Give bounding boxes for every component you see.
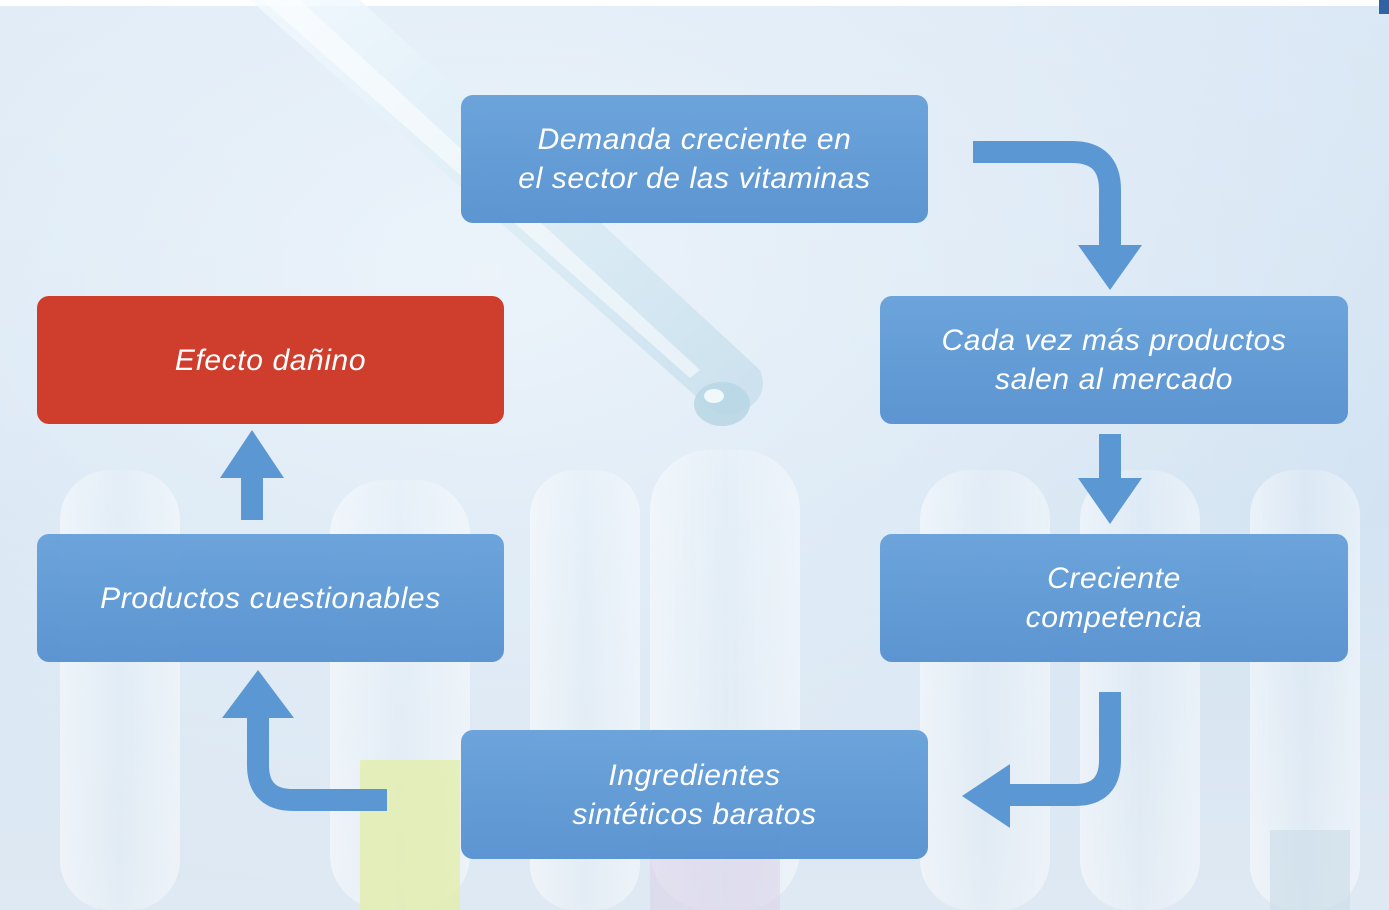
corner-accent bbox=[1379, 0, 1389, 14]
node-more-products: Cada vez más productos salen al mercado bbox=[880, 296, 1348, 424]
node-more-products-label: Cada vez más productos salen al mercado bbox=[941, 324, 1287, 396]
node-demand: Demanda creciente en el sector de las vi… bbox=[461, 95, 928, 223]
node-questionable-products-label: Productos cuestionables bbox=[100, 581, 441, 615]
node-competition-label: Creciente competencia bbox=[1025, 562, 1203, 634]
node-ingredients-label: Ingredientes sintéticos baratos bbox=[572, 758, 817, 831]
node-harmful-effect-label: Efecto dañino bbox=[174, 343, 367, 377]
node-ingredients: Ingredientes sintéticos baratos bbox=[461, 730, 928, 859]
node-competition: Creciente competencia bbox=[880, 534, 1348, 662]
node-demand-label: Demanda creciente en el sector de las vi… bbox=[518, 123, 871, 195]
node-questionable-products: Productos cuestionables bbox=[37, 534, 504, 662]
node-harmful-effect: Efecto dañino bbox=[37, 296, 504, 424]
